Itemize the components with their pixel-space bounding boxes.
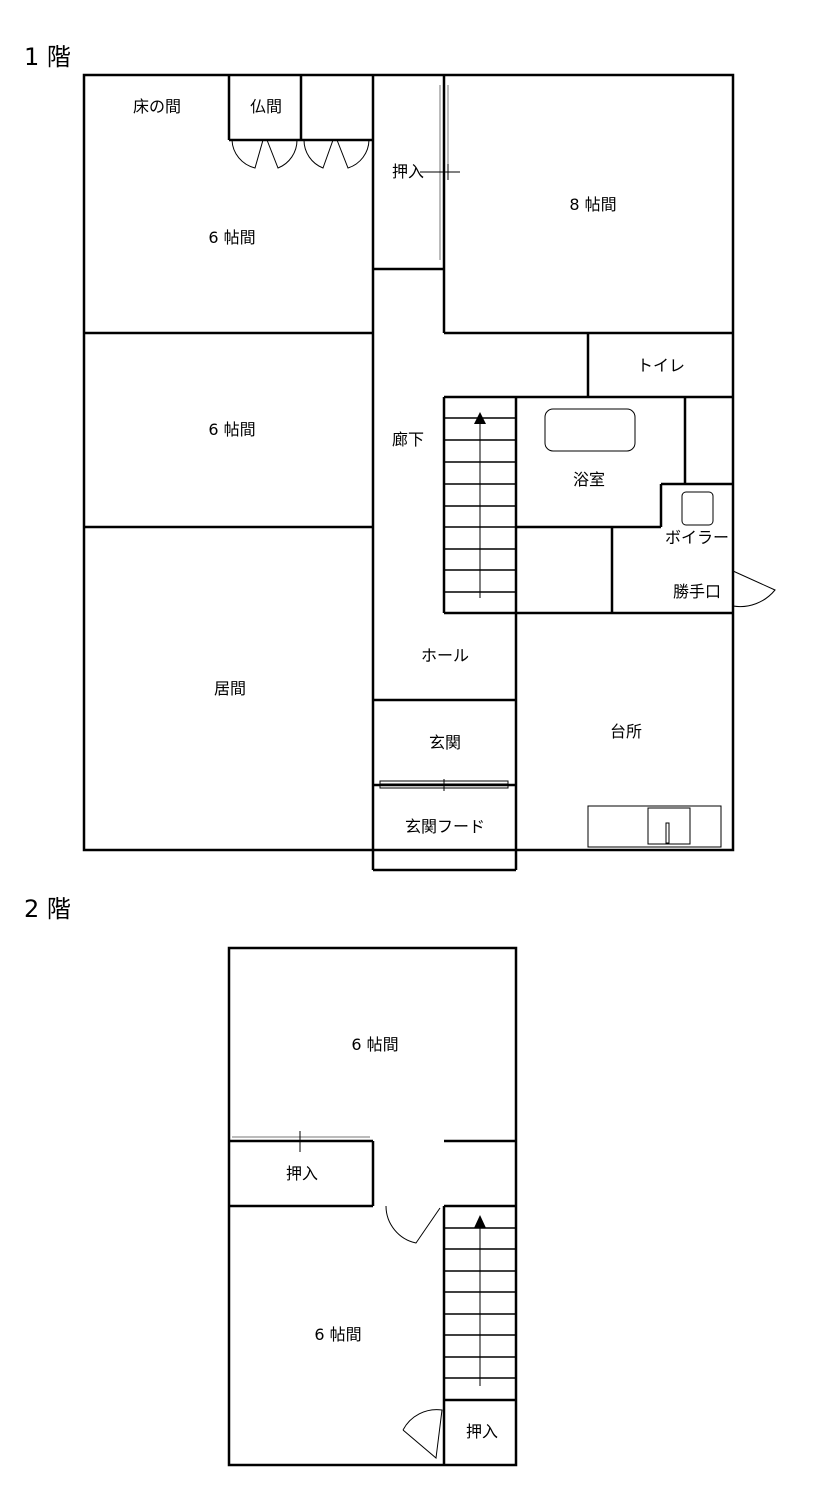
closet-door-icon — [266, 139, 298, 169]
closet-door-icon — [336, 139, 370, 169]
boiler-icon — [681, 491, 714, 526]
room-living: 居間 — [214, 679, 246, 698]
room-6jo-upper: 6 帖間 — [351, 1035, 398, 1054]
floor-2-labels: 6 帖間 押入 6 帖間 押入 — [286, 1035, 498, 1441]
floor-1-fixtures — [231, 85, 776, 848]
room-hall: ホール — [421, 646, 469, 665]
floor-1-walls — [82, 73, 735, 872]
room-rouka: 廊下 — [392, 430, 424, 449]
door-icon — [402, 1409, 443, 1459]
floor-2-fixtures — [232, 1131, 516, 1459]
back-door-icon — [732, 570, 776, 608]
room-6jo-middle: 6 帖間 — [208, 420, 255, 439]
room-oshiire-small: 押入 — [466, 1422, 498, 1441]
room-6jo-lower: 6 帖間 — [314, 1325, 361, 1344]
room-bath: 浴室 — [573, 470, 605, 489]
floor-2-walls — [227, 946, 518, 1467]
room-boiler: ボイラー — [665, 528, 729, 547]
room-oshiire-left: 押入 — [286, 1164, 318, 1183]
door-icon — [385, 1205, 441, 1244]
room-oshiire-top: 押入 — [392, 162, 424, 181]
room-toilet: トイレ — [637, 356, 685, 375]
room-entrance: 玄関 — [429, 733, 461, 752]
floor-2-title: 2 階 — [24, 895, 71, 923]
stairs-icon — [444, 1215, 516, 1386]
stairs-icon — [444, 412, 516, 598]
closet-door-icon — [231, 139, 264, 169]
room-butsuma: 仏間 — [250, 97, 282, 116]
closet-door-icon — [303, 139, 334, 169]
room-6jo-top: 6 帖間 — [208, 228, 255, 247]
bathtub-icon — [544, 408, 636, 452]
sink-icon — [647, 807, 691, 845]
kitchen-counter-icon — [587, 805, 722, 848]
floor-1-labels: 床の間 仏間 6 帖間 押入 8 帖間 6 帖間 廊下 トイレ 浴室 ボイラー … — [133, 97, 729, 836]
room-back-door: 勝手口 — [673, 582, 721, 601]
room-entrance-hood: 玄関フード — [405, 817, 485, 836]
room-kitchen: 台所 — [610, 722, 642, 741]
floor-1-title: 1 階 — [24, 43, 71, 71]
room-tokonoma: 床の間 — [133, 97, 181, 116]
room-8jo: 8 帖間 — [569, 195, 616, 214]
